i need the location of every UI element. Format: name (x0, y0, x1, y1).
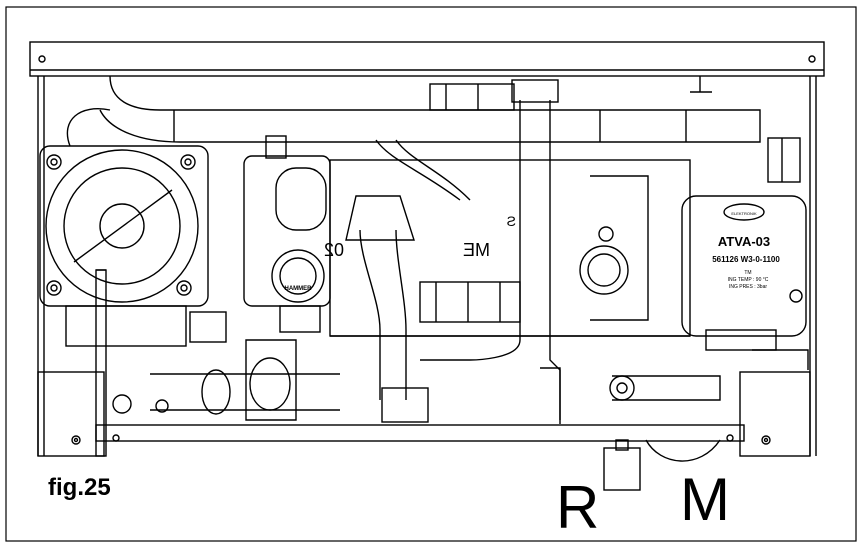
top-bar (29, 41, 825, 77)
valve-code: 561126 W3-0-1100 (712, 255, 780, 264)
block-fragment-02: 02 (324, 240, 344, 260)
pump-rotor (45, 149, 199, 303)
screw-bottom-right (761, 435, 771, 445)
screw-top-right (808, 55, 816, 63)
valve-brand: ELEKTRONIK (731, 211, 757, 216)
page-frame (5, 6, 857, 542)
valve-line3: ING PRES : 3bar (729, 284, 767, 290)
valve-line2: ING TEMP : 90 °C (728, 277, 769, 283)
bottom-bar (95, 424, 745, 442)
block-fragment-me: ME (463, 240, 490, 260)
diverter-valve (681, 195, 807, 337)
valve-model: ATVA-03 (718, 234, 770, 249)
vertical-pipe (420, 100, 521, 361)
callout-m: M (680, 466, 730, 533)
gas-valve-body (243, 155, 331, 307)
top-pipe (99, 75, 761, 143)
gas-valve-dial (271, 249, 325, 303)
corrugated-hose (359, 229, 381, 400)
block-fragment-s: S (507, 213, 516, 229)
pressure-valve (579, 245, 629, 295)
figure-label: fig.25 (48, 474, 111, 501)
burner-block (329, 159, 691, 337)
boiler-linework (29, 41, 825, 491)
screw-top-left (38, 55, 46, 63)
callout-r: R (556, 474, 600, 541)
gas-valve-label: HAMMER (285, 286, 313, 292)
valve-line1: TM (744, 270, 751, 276)
screw-bottom-left (71, 435, 81, 445)
